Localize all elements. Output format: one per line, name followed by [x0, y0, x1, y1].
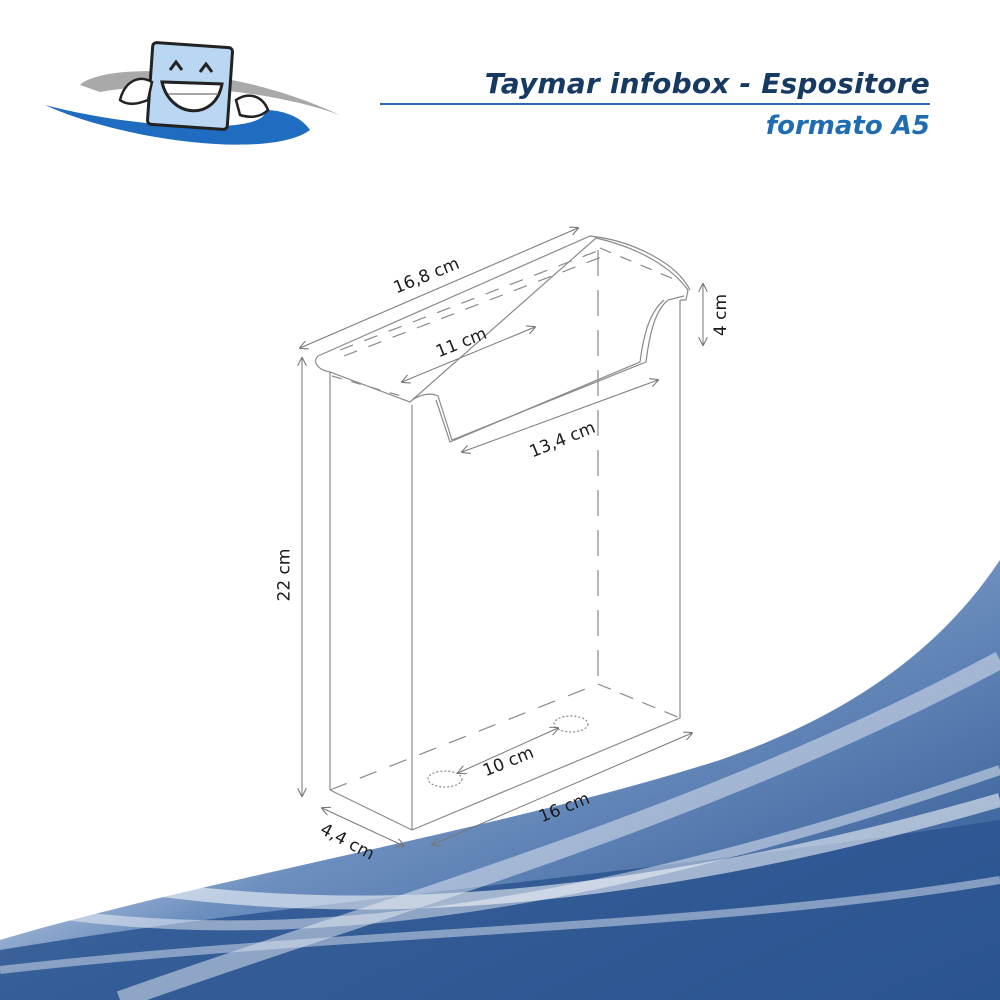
- header: Taymar infobox - Espositore: [485, 66, 930, 102]
- dimension-front-lip-height: 4 cm: [711, 293, 732, 337]
- smiling-cube-mascot-icon: [118, 41, 270, 131]
- dimension-height: 22 cm: [274, 548, 295, 602]
- logo-mascot: [45, 41, 340, 145]
- page-title: Taymar infobox - Espositore: [484, 67, 930, 100]
- title-divider: [380, 103, 930, 105]
- blue-swoosh-icon: [45, 105, 310, 145]
- page-subtitle: formato A5: [765, 111, 930, 141]
